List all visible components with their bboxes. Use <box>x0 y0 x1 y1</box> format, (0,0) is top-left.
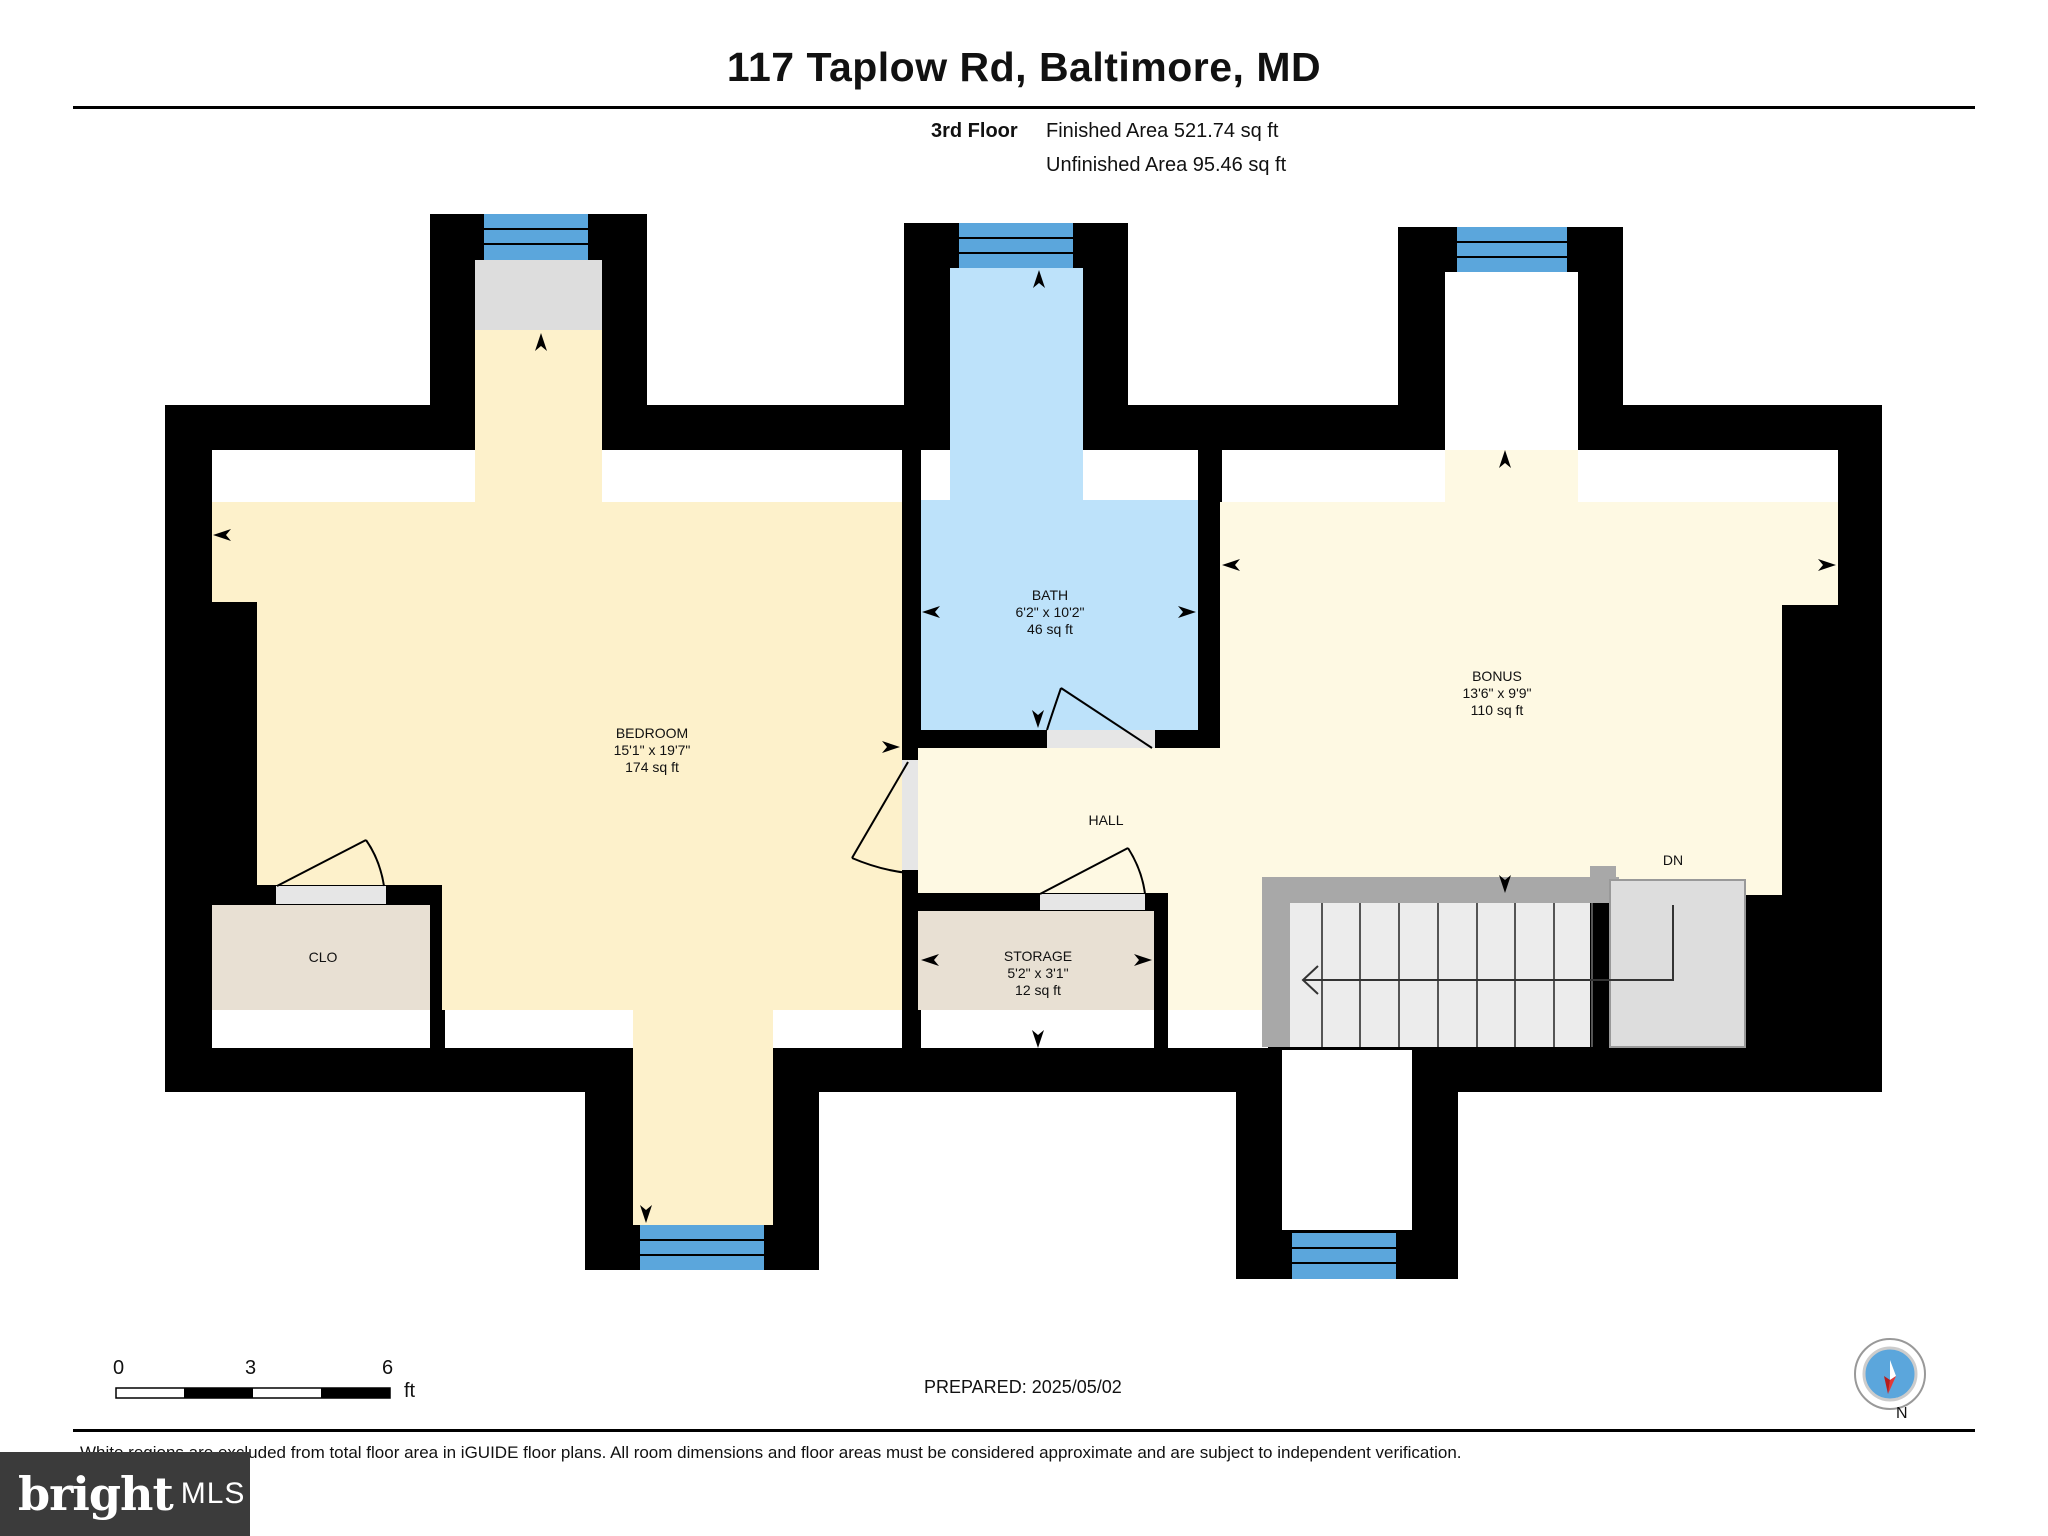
windows <box>484 214 1567 1279</box>
scale-unit: ft <box>404 1380 416 1402</box>
bedroom-dormer-gray <box>475 260 602 330</box>
scale-tick-0: 0 <box>113 1357 125 1379</box>
scale-tick-3: 3 <box>245 1357 257 1379</box>
scale-tick-6: 6 <box>382 1357 394 1379</box>
bonus-dimensions: 13'6" x 9'9" <box>1463 685 1532 701</box>
storage-door-opening <box>1040 894 1145 910</box>
bath-west-wall <box>918 450 921 730</box>
header-rule <box>73 106 1975 109</box>
bedroom-door-opening <box>902 760 918 870</box>
finished-area: Finished Area 521.74 sq ft <box>1046 120 1279 142</box>
hall-name: HALL <box>1088 812 1123 828</box>
compass-icon <box>1854 1338 1926 1410</box>
unfinished-area: Unfinished Area 95.46 sq ft <box>1046 154 1287 176</box>
bedroom-area: 174 sq ft <box>625 759 679 775</box>
bonus-hall-floor <box>918 450 1838 1010</box>
storage-dimensions: 5'2" x 3'1" <box>1007 965 1068 981</box>
bath-name: BATH <box>1032 587 1068 603</box>
compass-north-label: N <box>1896 1405 1908 1422</box>
prepared-date: PREPARED: 2025/05/02 <box>924 1377 1122 1397</box>
staircase <box>1262 866 1746 1048</box>
bath-door-opening <box>1047 730 1155 748</box>
bedroom-dimensions: 15'1" x 19'7" <box>614 742 691 758</box>
bath-east-wall <box>1198 445 1220 748</box>
disclaimer: White regions are excluded from total fl… <box>80 1443 1462 1462</box>
bedroom-east-wall-upper <box>902 445 918 750</box>
closet-door-opening <box>276 886 386 904</box>
floor-label: 3rd Floor <box>931 120 1018 142</box>
bath-dimensions: 6'2" x 10'2" <box>1016 604 1085 620</box>
closet-name: CLO <box>309 949 338 965</box>
storage-area: 12 sq ft <box>1015 982 1061 998</box>
logo-suffix: MLS <box>180 1477 246 1510</box>
closet-floor <box>212 905 430 1010</box>
bath-area: 46 sq ft <box>1027 621 1073 637</box>
footer-rule <box>73 1429 1975 1432</box>
scale-bar <box>115 1387 391 1399</box>
stair-treads <box>1321 903 1593 1047</box>
door-swings <box>276 687 1153 895</box>
stair-direction-line <box>1303 905 1674 981</box>
page-title: 117 Taplow Rd, Baltimore, MD <box>726 44 1322 90</box>
storage-floor <box>918 911 1154 1010</box>
bonus-area: 110 sq ft <box>1471 702 1524 718</box>
closet-east-wall <box>430 885 442 1050</box>
stair-arrow-icon <box>1301 965 1319 995</box>
bedroom-name: BEDROOM <box>616 725 688 741</box>
logo-word: bright <box>18 1467 174 1521</box>
bright-mls-logo: bright MLS <box>0 1452 250 1536</box>
bonus-name: BONUS <box>1472 668 1522 684</box>
storage-east-wall <box>1154 893 1168 1050</box>
bedroom-east-wall-lower <box>902 870 918 1050</box>
storage-name: STORAGE <box>1004 948 1072 964</box>
stairs-label: DN <box>1663 852 1683 868</box>
dimension-arrows <box>213 270 1836 1223</box>
